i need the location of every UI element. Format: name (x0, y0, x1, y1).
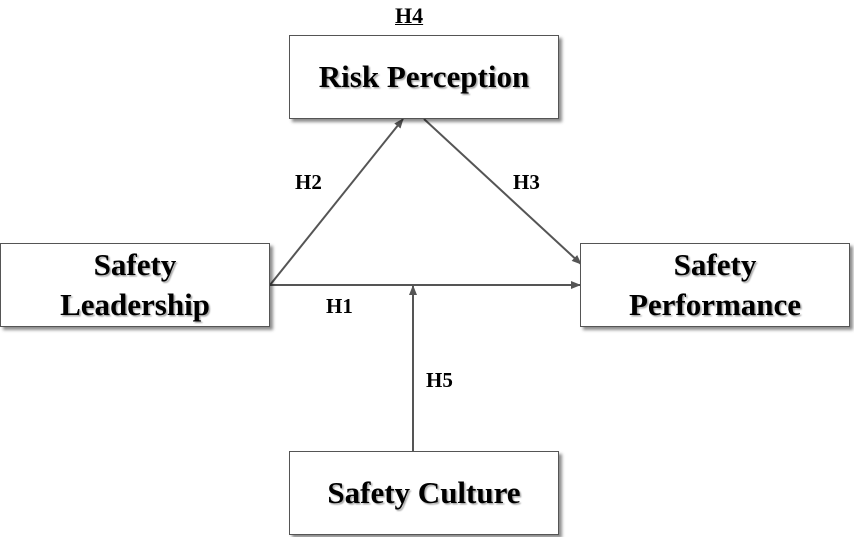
hypothesis-h3-label: H3 (513, 170, 540, 194)
safety-leadership-label: Safety Leadership (60, 246, 210, 322)
hypothesis-h1-label: H1 (326, 294, 353, 318)
hypothesis-h2-label: H2 (295, 170, 322, 194)
hypothesis-h5-label: H5 (426, 368, 453, 392)
hypothesis-h4-label: H4 (395, 3, 424, 28)
arrow-h2-leadership-to-risk (269, 118, 404, 286)
safety-culture-label: Safety Culture (327, 474, 521, 510)
risk-perception-label: Risk Perception (318, 58, 530, 94)
safety-performance-label: Safety Performance (628, 246, 802, 322)
arrow-h3-risk-to-performance (423, 118, 582, 265)
risk-perception-node: Risk Perception (289, 35, 559, 119)
safety-culture-node: Safety Culture (289, 451, 559, 535)
safety-performance-node: Safety Performance (580, 243, 850, 327)
safety-leadership-node: Safety Leadership (0, 243, 270, 327)
